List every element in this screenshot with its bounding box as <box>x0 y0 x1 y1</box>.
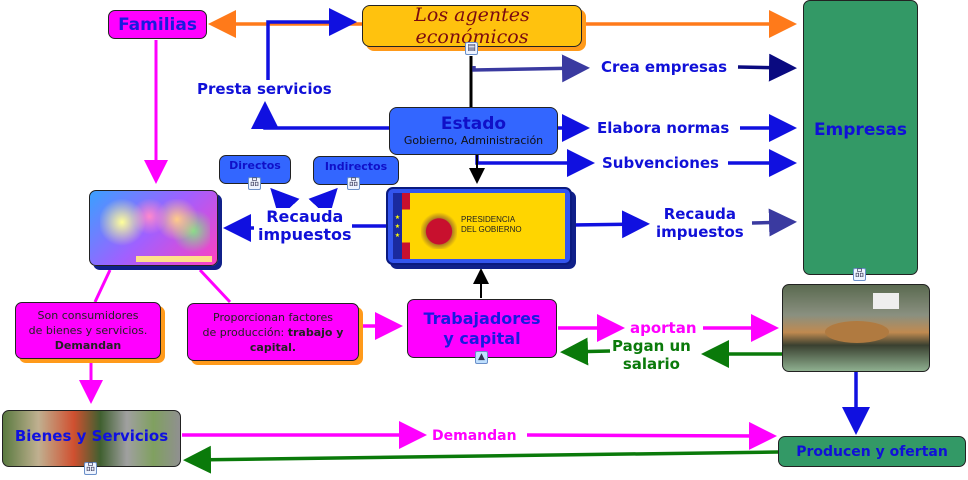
factores-bold1: trabajo y <box>287 325 344 339</box>
indirectos-label: Indirectos <box>324 160 388 173</box>
presidencia-line2: DEL GOBIERNO <box>461 225 522 234</box>
crea-empresas-label: Crea empresas <box>601 58 728 76</box>
recauda-impuestos-label: Recauda impuestos <box>258 208 352 244</box>
estado-subtitle: Gobierno, Administración <box>403 134 544 147</box>
producen-node[interactable]: Producen y ofertan <box>778 436 966 467</box>
link-recauda-directos <box>270 187 300 218</box>
meeting-board <box>873 293 899 309</box>
recauda2-line1: Recauda <box>663 205 736 223</box>
link-recauda2-empresas <box>751 208 797 237</box>
family-figures <box>100 199 210 257</box>
aportan-label: aportan <box>630 319 697 337</box>
submap-icon[interactable]: 品 <box>248 177 261 190</box>
link-image-factores <box>198 268 232 304</box>
presidencia-text: PRESIDENCIA DEL GOBIERNO <box>461 215 522 235</box>
trabajadores-line1: Trabajadores <box>423 308 541 328</box>
factores-bold2: capital. <box>249 340 297 354</box>
pagan-salario-label: Pagan un salario <box>612 337 691 373</box>
coat-of-arms-icon <box>421 205 457 249</box>
link-pagan-trabajadores <box>560 337 611 366</box>
submap-icon[interactable]: 品 <box>853 268 866 281</box>
estado-title: Estado <box>440 114 507 134</box>
presta-servicios-label: Presta servicios <box>197 80 332 98</box>
meeting-table <box>825 321 889 343</box>
bienes-label: Bienes y Servicios <box>14 426 169 445</box>
empresas-label: Empresas <box>813 119 908 140</box>
link-crea-empresas-2 <box>737 53 797 82</box>
link-presidencia-recauda2 <box>571 210 650 239</box>
title-text: Los agentes económicos <box>414 4 530 48</box>
factores-line2: de producción: trabajo y <box>203 325 344 340</box>
recauda2-line2: impuestos <box>656 223 744 241</box>
image-icon[interactable]: ▲ <box>475 351 488 364</box>
directos-label: Directos <box>229 159 281 172</box>
pagan-line1: Pagan un <box>612 337 691 355</box>
link-demandan-producen <box>526 421 777 450</box>
link-crea-empresas <box>472 54 590 83</box>
factores-line1: Proporcionan factores <box>213 310 333 324</box>
submap-icon[interactable]: 品 <box>347 177 360 190</box>
demandan-label: Demandan <box>432 427 517 445</box>
trabajadores-line2: y capital <box>443 328 521 348</box>
flag-strip <box>402 193 410 259</box>
familias-label: Familias <box>118 14 197 35</box>
title-node[interactable]: Los agentes económicos <box>362 4 582 48</box>
recauda-line1: Recauda <box>266 207 344 226</box>
link-recauda-indirectos <box>308 187 338 218</box>
presidencia-line1: PRESIDENCIA <box>461 215 516 224</box>
consumidores-bold: Demandan <box>54 339 122 352</box>
factores-node[interactable]: Proporcionan factores de producción: tra… <box>187 303 359 361</box>
submap-icon[interactable]: 品 <box>84 462 97 475</box>
link-estado-presta <box>251 101 390 130</box>
elabora-normas-label: Elabora normas <box>597 119 730 137</box>
presidencia-banner: ★★★ PRESIDENCIA DEL GOBIERNO <box>393 193 565 259</box>
producen-label: Producen y ofertan <box>796 443 948 460</box>
consumidores-line1: Son consumidores <box>37 309 139 322</box>
presidencia-node[interactable]: ★★★ PRESIDENCIA DEL GOBIERNO <box>386 187 572 265</box>
document-icon[interactable]: ▤ <box>465 42 478 55</box>
consumidores-line2: de bienes y servicios. <box>28 324 148 337</box>
trabajadores-node[interactable]: Trabajadores y capital <box>407 299 557 358</box>
familia-image[interactable] <box>89 190 218 266</box>
estado-node[interactable]: Estado Gobierno, Administración <box>389 107 558 155</box>
link-subvenciones <box>475 149 595 177</box>
recauda-impuestos-2-label: Recauda impuestos <box>656 205 744 241</box>
bienes-node[interactable]: Bienes y Servicios <box>2 410 181 467</box>
familias-node[interactable]: Familias <box>108 10 207 39</box>
factores-line2-text: de producción: <box>202 325 288 339</box>
link-producen-bienes <box>183 445 779 474</box>
empresas-node[interactable]: Empresas <box>803 0 918 275</box>
consumidores-node[interactable]: Son consumidores de bienes y servicios. … <box>15 302 161 359</box>
stars-strip: ★★★ <box>393 193 402 259</box>
family-caption-strip <box>136 256 212 262</box>
link-image-consumidores <box>93 269 112 303</box>
link-presta-servicios-up <box>266 8 357 80</box>
subvenciones-label: Subvenciones <box>602 154 719 172</box>
pagan-line2: salario <box>622 355 680 373</box>
meeting-image[interactable] <box>782 284 930 372</box>
recauda-line2: impuestos <box>258 225 352 244</box>
